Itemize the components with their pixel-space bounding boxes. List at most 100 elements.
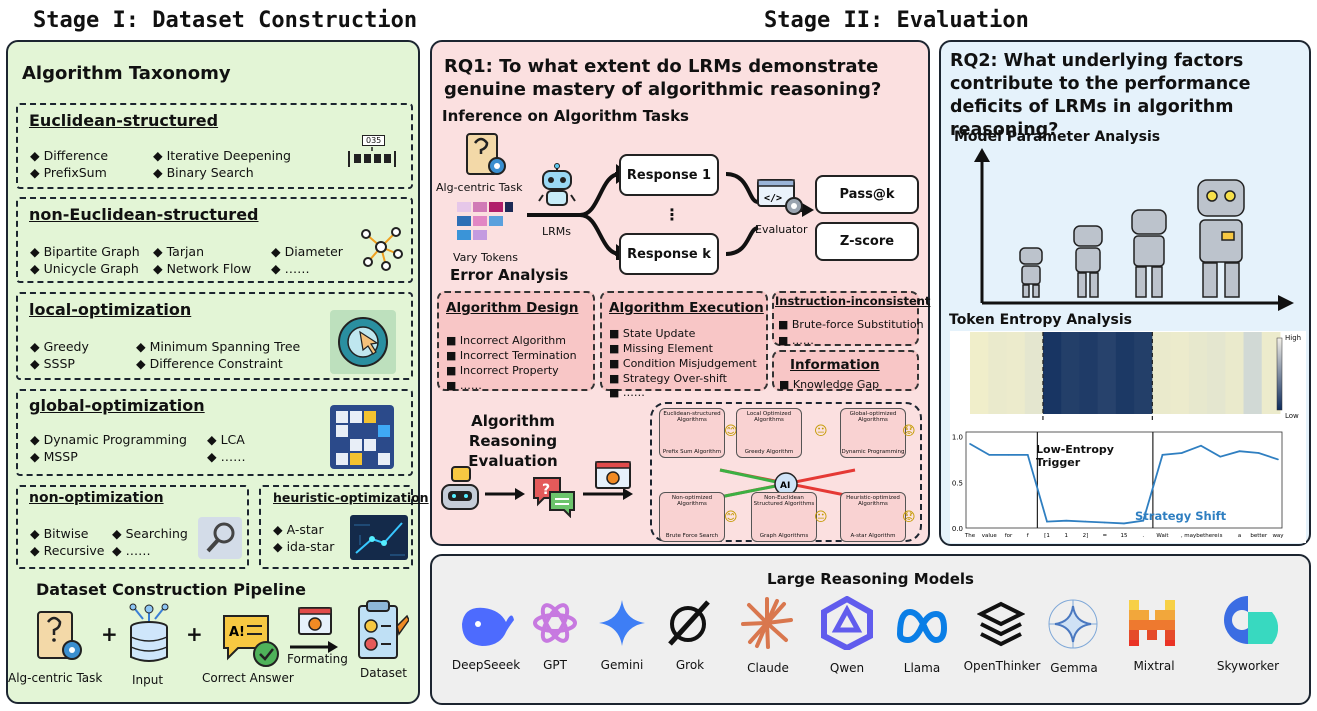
heuristic-item: ◆ A-star bbox=[273, 522, 324, 537]
heatmap-cell bbox=[1061, 332, 1080, 414]
model-label-mixtral: Mixtral bbox=[1133, 659, 1175, 673]
heatmap-cell bbox=[1006, 332, 1026, 414]
entropy-point bbox=[1142, 519, 1145, 522]
robot-chat-icon bbox=[441, 466, 479, 510]
category-card-caption: Graph Algorithms bbox=[759, 533, 809, 539]
entropy-point bbox=[1161, 454, 1164, 456]
non-opt-item: ◆ Searching bbox=[112, 526, 188, 541]
category-links: AI bbox=[719, 468, 856, 499]
category-card-title: Local Optimized Algorithms bbox=[746, 411, 792, 423]
y-tick-label: 0.5 bbox=[952, 479, 963, 487]
x-tick-label: f bbox=[1027, 533, 1030, 539]
pipeline-label-input: Input bbox=[132, 673, 164, 687]
x-tick-label: 15 bbox=[1121, 533, 1128, 539]
entropy-point bbox=[1180, 452, 1183, 454]
llama-logo-icon bbox=[896, 608, 948, 644]
entropy-heatmap bbox=[970, 332, 1283, 422]
rq2-question: RQ2: What underlying factors contribute … bbox=[950, 51, 1251, 140]
model-label-skyworker: Skyworker bbox=[1216, 659, 1280, 673]
category-card-title: Heuristic-optimized Algorithms bbox=[846, 495, 900, 507]
euclidean-item: ◆ PrefixSum bbox=[30, 165, 107, 180]
deepseek-logo-icon bbox=[462, 607, 514, 646]
non-euclidean-item: ◆ Tarjan bbox=[153, 244, 205, 259]
heatmap-cell bbox=[988, 332, 1007, 414]
local-opt-section bbox=[16, 292, 413, 380]
heatmap-colorbar bbox=[1276, 337, 1283, 411]
global-opt-item: ◆ LCA bbox=[207, 432, 245, 447]
algorithm-design-box bbox=[437, 291, 595, 391]
pipeline-label-dataset: Dataset bbox=[360, 666, 407, 680]
low-entropy-annotation: Low-Entropy Trigger bbox=[1036, 443, 1114, 469]
difficulty-face-icon: 😐 bbox=[814, 510, 828, 525]
stage2-title: Stage II: Evaluation bbox=[764, 8, 1029, 33]
database-icon bbox=[129, 603, 169, 662]
entropy-point bbox=[1046, 520, 1048, 523]
non-euclidean-item: ◆ Unicycle Graph bbox=[30, 261, 139, 276]
svg-text:</>: </> bbox=[764, 193, 782, 204]
response-ellipsis: ⋮ bbox=[664, 205, 680, 224]
strategy-shift-annotation: Strategy Shift bbox=[1135, 509, 1227, 523]
heatmap-cell bbox=[1115, 332, 1135, 414]
design-error-item: ■ Incorrect Algorithm bbox=[446, 334, 566, 347]
entropy-point bbox=[1007, 454, 1010, 456]
euclidean-item: ◆ Binary Search bbox=[153, 165, 254, 180]
search-tools-icon bbox=[198, 517, 242, 559]
entropy-point bbox=[988, 454, 991, 456]
vary-tokens-icon bbox=[457, 202, 513, 240]
non-euclidean-item: ◆ Bipartite Graph bbox=[30, 244, 140, 259]
entropy-point bbox=[1200, 444, 1202, 447]
skywork-logo-icon bbox=[1224, 596, 1278, 644]
global-opt-item: ◆ Dynamic Programming bbox=[30, 432, 187, 447]
local-opt-item: ◆ SSSP bbox=[30, 356, 75, 371]
heuristic-title: heuristic-optimization bbox=[273, 490, 429, 505]
instruction-error-item: ■ …… bbox=[778, 334, 814, 347]
instruction-error-item: ■ Brute-force Substitution bbox=[778, 318, 924, 331]
line-chart-frame bbox=[965, 431, 1283, 529]
eval-flow-arrows bbox=[485, 488, 633, 500]
model-label-llama: Llama bbox=[903, 661, 941, 675]
instruction-inconsistent-title: Instruction-inconsistent bbox=[775, 294, 931, 308]
x-tick-label: is bbox=[1218, 533, 1223, 539]
models-title: Large Reasoning Models bbox=[767, 570, 974, 588]
x-tick-label: 1 bbox=[1065, 533, 1069, 539]
execution-error-item: ■ Strategy Over-shift bbox=[609, 372, 727, 385]
non-euclidean-item: ◆ Diameter bbox=[271, 244, 343, 259]
heuristic-item: ◆ ida-star bbox=[273, 539, 335, 554]
robot-medium-icon bbox=[1073, 225, 1103, 298]
model-label-gemini: Gemini bbox=[600, 658, 644, 672]
difficulty-face-icon: 😊 bbox=[724, 424, 738, 439]
information-box bbox=[772, 350, 919, 391]
heatmap-cell bbox=[1188, 332, 1208, 414]
x-tick-label: for bbox=[1005, 533, 1013, 539]
heatmap-cell bbox=[970, 332, 989, 414]
x-tick-label: , bbox=[1181, 533, 1183, 539]
gpt-logo-icon bbox=[533, 603, 577, 643]
non-euclidean-title: non-Euclidean-structured bbox=[29, 205, 259, 224]
heuristic-section bbox=[259, 485, 413, 569]
category-card-title: Non-optimized Algorithms bbox=[671, 495, 713, 507]
plus-sign: + bbox=[101, 622, 118, 646]
evaluator-label: Evaluator bbox=[755, 223, 808, 236]
robot-xlarge-icon bbox=[1197, 179, 1245, 298]
plus-sign: + bbox=[186, 622, 203, 646]
svg-text:?: ? bbox=[542, 482, 550, 498]
lrm-robot-icon bbox=[538, 163, 576, 206]
openthinker-logo-icon bbox=[977, 601, 1025, 647]
model-label-claude: Claude bbox=[747, 661, 789, 675]
non-opt-item: ◆ …… bbox=[112, 543, 151, 558]
x-tick-label: Wait bbox=[1156, 533, 1169, 539]
heat-high-label: High bbox=[1285, 334, 1302, 342]
model-label-gpt: GPT bbox=[543, 658, 567, 672]
category-card-caption: Brute Force Search bbox=[665, 533, 719, 539]
pipeline-label-task: Alg-centric Task bbox=[8, 671, 103, 685]
category-card-caption: A-star Algorithm bbox=[850, 533, 896, 539]
execution-error-item: ■ Condition Misjudgement bbox=[609, 357, 757, 370]
euclidean-item: ◆ Difference bbox=[30, 148, 109, 163]
question-chat-icon: ? bbox=[533, 477, 575, 518]
dataset-clipboard-icon bbox=[358, 600, 409, 659]
algorithm-design-title: Algorithm Design bbox=[446, 300, 579, 316]
